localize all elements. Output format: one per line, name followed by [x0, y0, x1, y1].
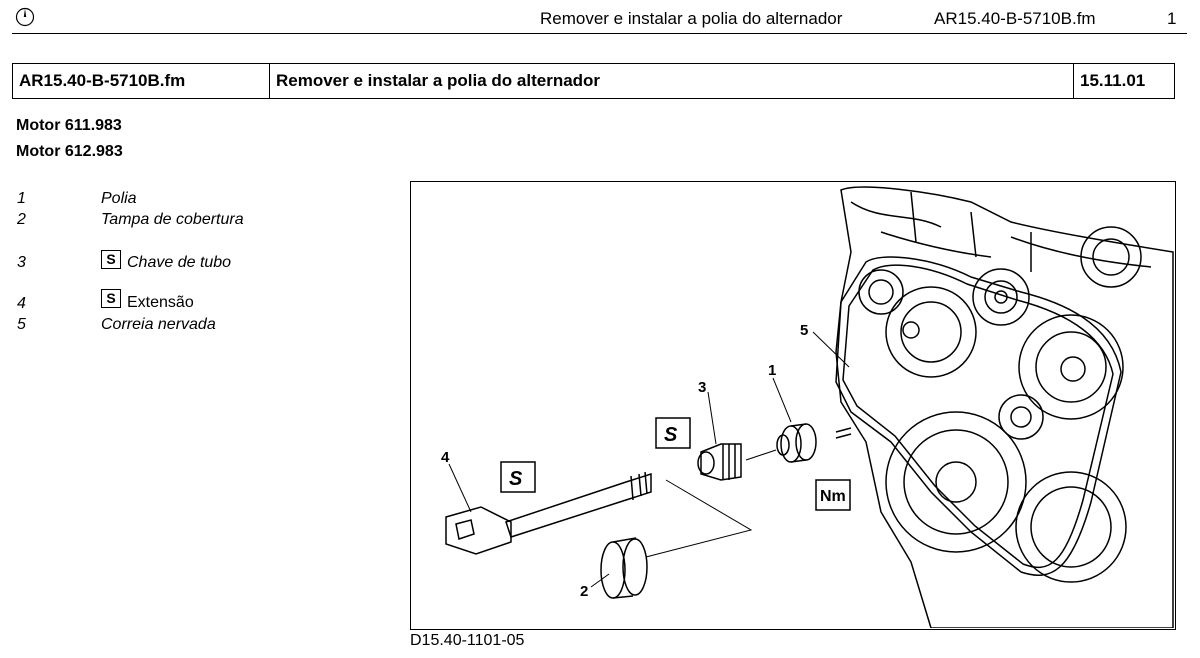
tool-icon: S [500, 461, 536, 493]
ribbed-belt [835, 256, 1122, 576]
legend-label-4: Extensão [127, 294, 194, 311]
svg-text:S: S [664, 424, 678, 446]
header-rule [12, 33, 1187, 34]
socket-wrench-part-3 [700, 443, 742, 481]
tool-icon: S [101, 250, 121, 269]
cover-cap-part-2 [600, 541, 626, 599]
tool-icon: S [655, 417, 691, 449]
callout-2: 2 [580, 583, 588, 600]
figure-caption: D15.40-1101-05 [410, 632, 525, 649]
document-title-cell: Remover e instalar a polia do alternador [269, 63, 1074, 99]
callout-1: 1 [768, 362, 776, 379]
engine-pulley-drawing: 1 2 3 4 5 S S Nm [441, 186, 1174, 629]
callout-4: 4 [441, 449, 450, 466]
technical-illustration: 1 2 3 4 5 S S Nm [410, 181, 1176, 630]
legend-number-5: 5 [17, 316, 26, 333]
document-date-cell: 15.11.01 [1073, 63, 1175, 99]
legend-number-4: 4 [17, 295, 26, 312]
legend-label-3: Chave de tubo [127, 254, 232, 271]
torque-icon: Nm [815, 479, 851, 511]
engine-block [835, 186, 1174, 629]
header-title: Remover e instalar a polia do alternador [540, 9, 843, 28]
document-code-cell: AR15.40-B-5710B.fm [12, 63, 270, 99]
header-page-number: 1 [1167, 9, 1177, 28]
legend-item-3: S Chave de tubo [101, 250, 232, 271]
legend-number-2: 2 [17, 211, 26, 228]
document-title-table: AR15.40-B-5710B.fm Remover e instalar a … [12, 63, 1175, 99]
callout-3: 3 [698, 379, 706, 396]
brand-star-logo [15, 7, 35, 27]
callout-5: 5 [800, 322, 808, 339]
header-file-name: AR15.40-B-5710B.fm [934, 9, 1096, 28]
document-title-row: AR15.40-B-5710B.fm Remover e instalar a … [12, 63, 1175, 99]
legend-number-3: 3 [17, 254, 26, 271]
motor-line-1: Motor 611.983 [16, 117, 122, 134]
legend-label-2: Tampa de cobertura [101, 211, 244, 228]
motor-line-2: Motor 612.983 [16, 143, 123, 160]
torque-label: Nm [820, 488, 846, 505]
legend-number-1: 1 [17, 190, 26, 207]
svg-text:S: S [509, 468, 523, 490]
legend-label-5: Correia nervada [101, 316, 216, 333]
tool-icon: S [101, 289, 121, 308]
legend-label-1: Polia [101, 190, 137, 207]
legend-item-4: S Extensão [101, 289, 194, 311]
